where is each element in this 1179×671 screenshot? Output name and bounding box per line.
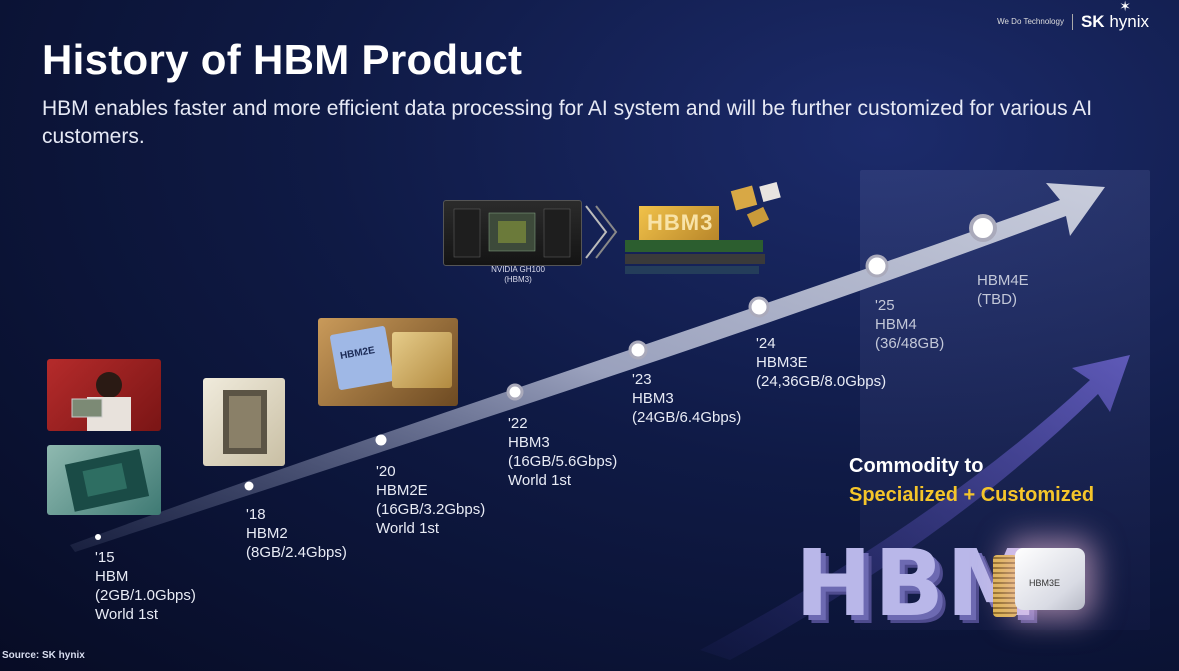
hbm3e-gold-pins (993, 555, 1017, 617)
dot-2023 (628, 340, 648, 360)
sk-hynix-logo: SK hynix (1080, 12, 1149, 31)
milestone-2018: '18 HBM2 (8GB/2.4Gbps) (246, 506, 347, 561)
brand-logo-block: We Do Technology SK hynix (997, 12, 1149, 32)
callout-line-1: Commodity to (849, 455, 984, 477)
brand-tagline: We Do Technology (997, 17, 1064, 26)
photo-2015-chip (47, 445, 161, 515)
customized-panel (860, 170, 1150, 630)
hbm3-stack-label: HBM3 (647, 210, 714, 235)
milestone-2020: '20 HBM2E (16GB/3.2Gbps) World 1st (376, 463, 486, 537)
photo-hbm3-stack: HBM3 (625, 181, 781, 278)
purple-arrow (700, 355, 1130, 660)
milestone-2022: '22 HBM3 (16GB/5.6Gbps) World 1st (508, 415, 618, 489)
dot-2015 (95, 534, 101, 540)
milestone-hbm4e: HBM4E (TBD) (977, 272, 1029, 308)
dot-2018 (244, 481, 254, 491)
milestone-2024: '24 HBM3E (24,36GB/8.0Gbps) (756, 335, 887, 390)
milestone-2015: '15 HBM (2GB/1.0Gbps) World 1st (95, 549, 196, 623)
butterfly-icon: ✶ (1119, 0, 1131, 14)
milestone-2023: '23 HBM3 (24GB/6.4Gbps) (632, 371, 742, 426)
dot-hbm4e (969, 214, 997, 242)
chevron-right-icon (585, 205, 618, 259)
timeline-dots (95, 214, 997, 540)
dot-2025 (865, 254, 889, 278)
hbm3e-chip: HBM3E (1015, 548, 1085, 610)
page-title: History of HBM Product (42, 36, 523, 83)
dot-2022 (506, 383, 524, 401)
photo-2018-hbm2-chip (203, 378, 285, 466)
photo-2015-presenter (47, 359, 161, 431)
dot-2020 (375, 434, 387, 446)
commodity-callout: Commodity to Specialized + Customized (849, 452, 1094, 510)
milestone-2025: '25 HBM4 (36/48GB) (875, 297, 945, 352)
callout-line-2: Specialized + Customized (849, 484, 1095, 506)
page-subtitle: HBM enables faster and more efficient da… (42, 97, 1093, 148)
brand-separator (1071, 14, 1073, 30)
photo-2020-hbm2e: HBM2E (318, 318, 458, 406)
source-note: Source: SK hynix (2, 650, 85, 661)
main-arrow (70, 183, 1105, 552)
gpu-caption: NVIDIA GH100 (HBM3) (491, 265, 545, 284)
photo-gh100-gpu (443, 200, 582, 266)
hbm3e-chip-label: HBM3E (1029, 578, 1061, 588)
dot-2024 (748, 296, 770, 318)
